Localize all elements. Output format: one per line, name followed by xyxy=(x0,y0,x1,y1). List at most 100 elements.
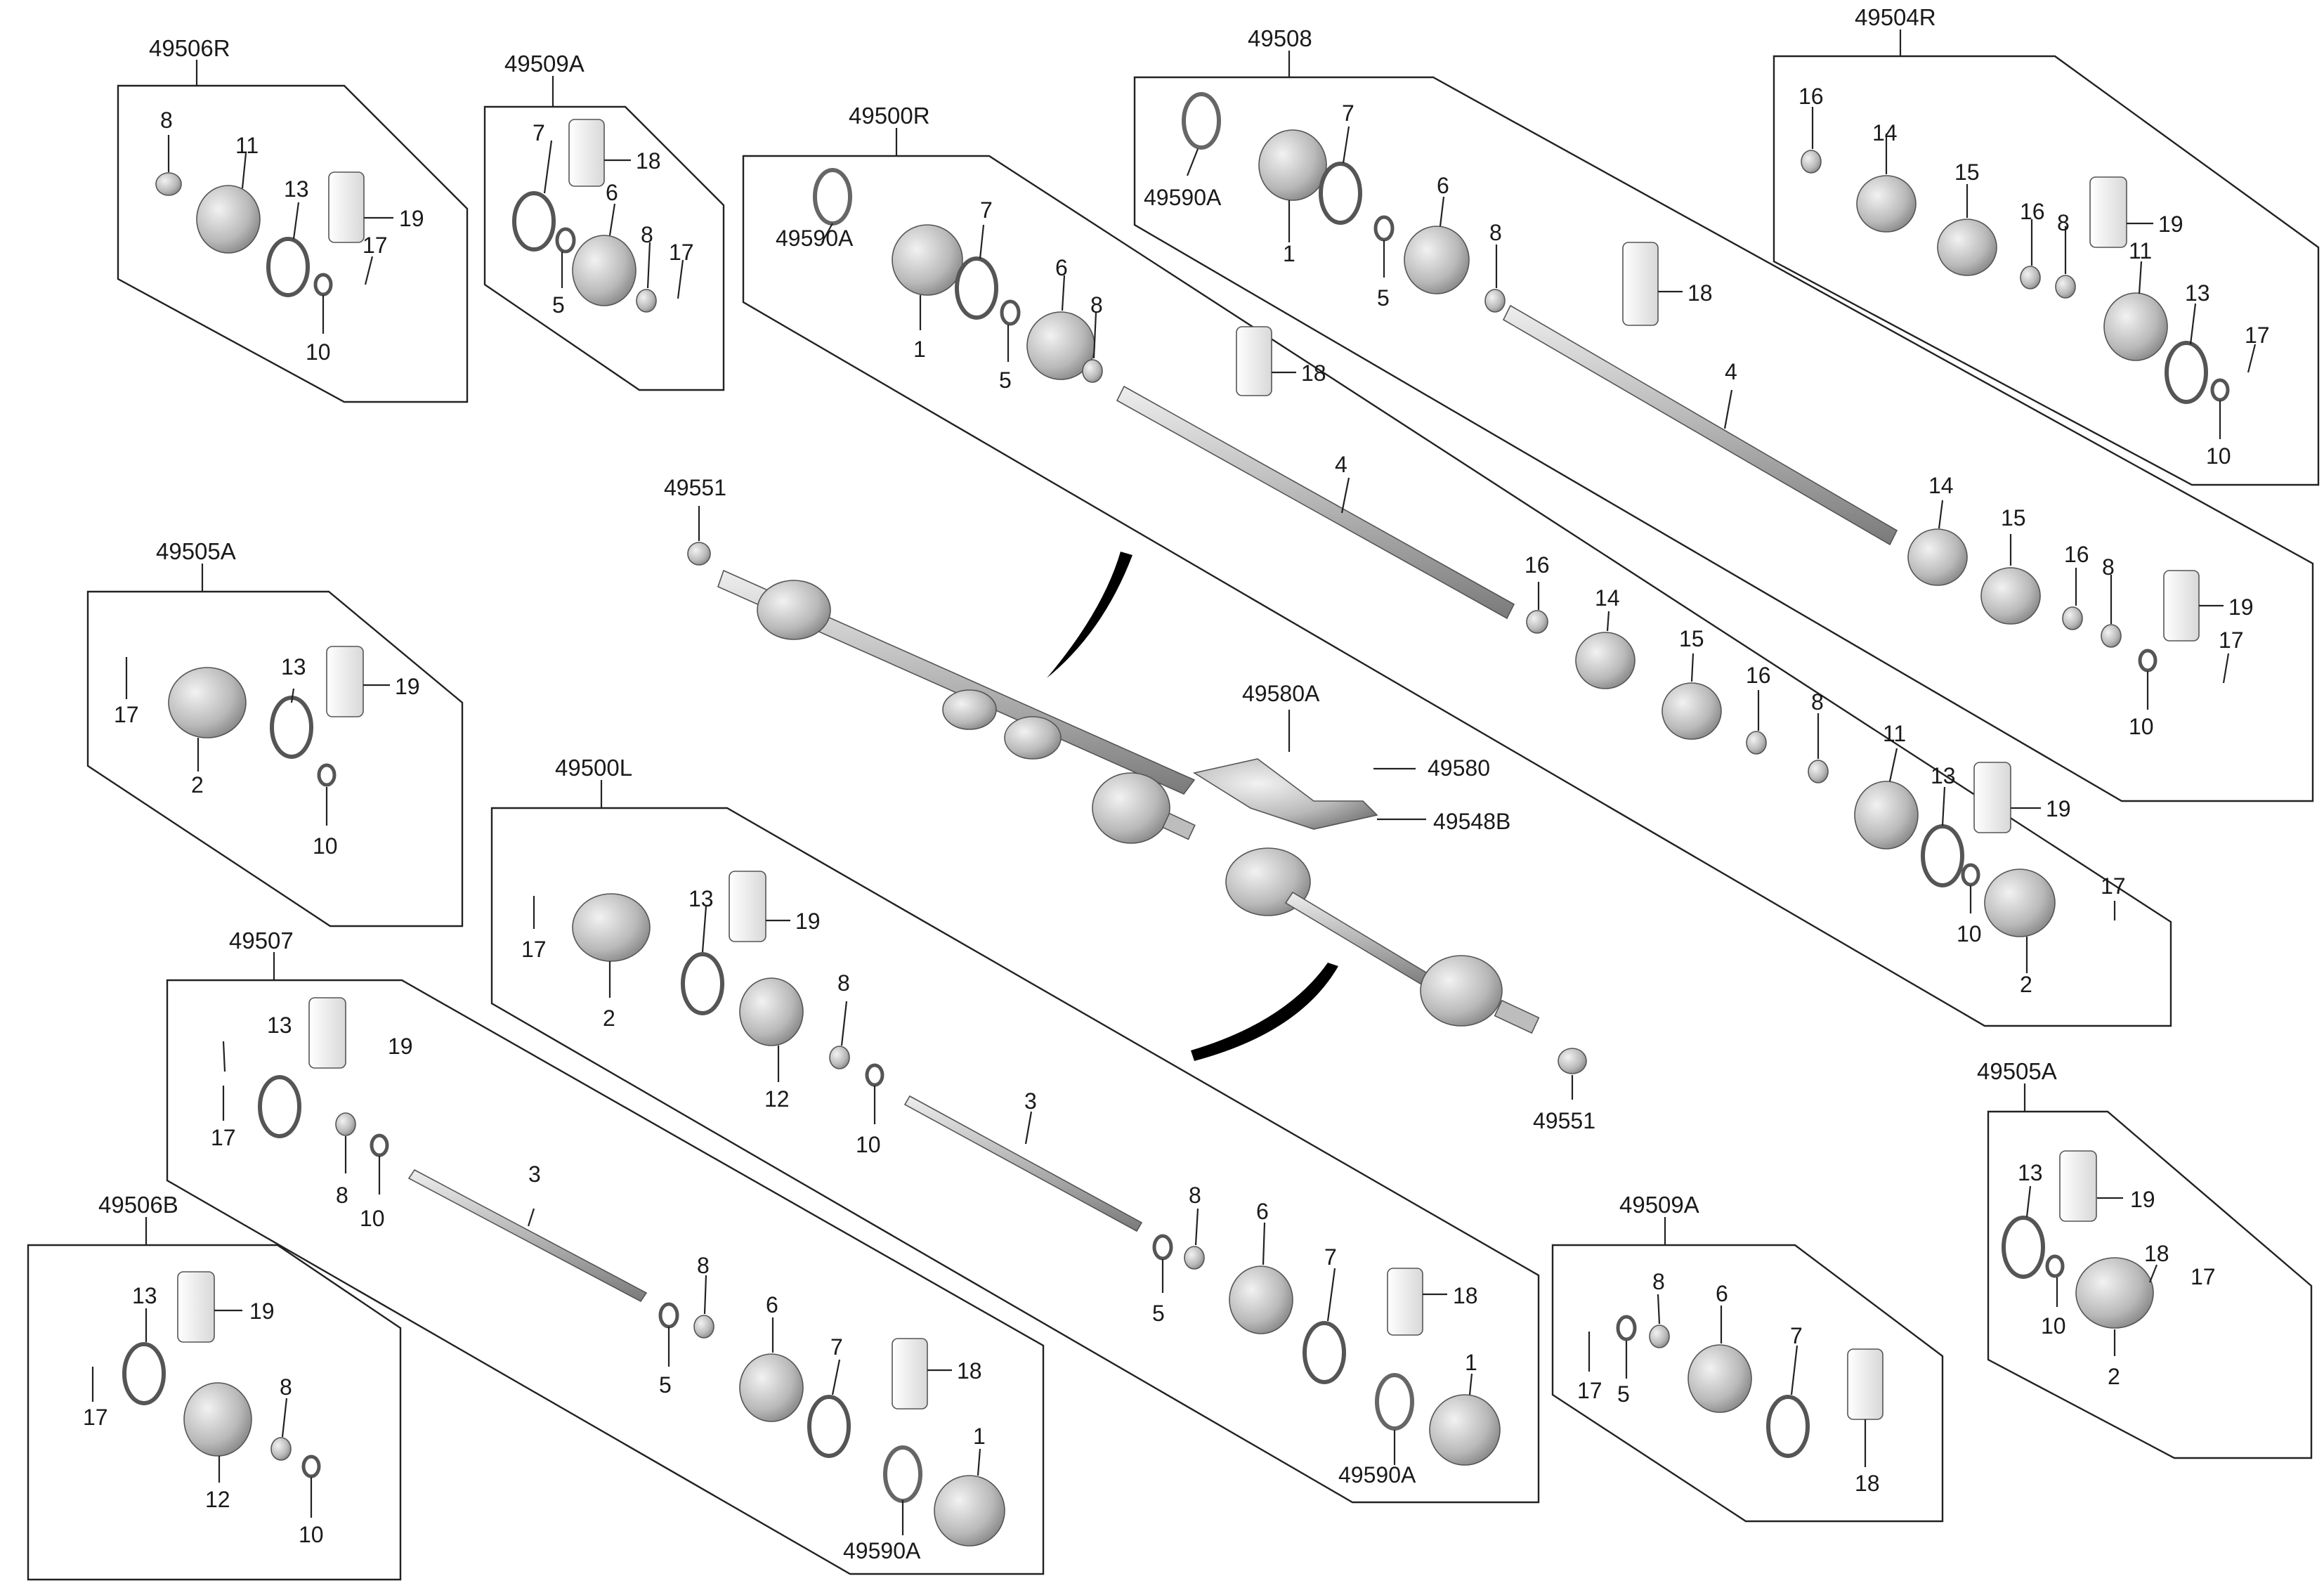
part-number-label: 4 xyxy=(1725,359,1737,384)
group-label: 49504R xyxy=(1855,4,1936,30)
part-number-label: 6 xyxy=(766,1292,778,1317)
part-number-label: 15 xyxy=(1954,160,1980,185)
parts xyxy=(122,92,2230,1547)
group-box-49500R: 49500R xyxy=(742,103,2172,1027)
part-number-label: 8 xyxy=(1189,1183,1201,1208)
part-number-label: 13 xyxy=(1931,763,1956,788)
part-number-label: 16 xyxy=(1525,552,1550,578)
motion-arc-upper xyxy=(1047,552,1132,678)
part-number-label: 7 xyxy=(1342,100,1354,126)
part-number-label: 8 xyxy=(2102,554,2115,580)
part-number-label: 17 xyxy=(1577,1378,1602,1403)
part-number-label: 8 xyxy=(1811,689,1824,715)
part-number-label: 2 xyxy=(191,772,204,798)
part-number-label: 11 xyxy=(235,133,259,158)
group-label: 49509A xyxy=(1619,1192,1699,1218)
part-number-label: 18 xyxy=(1453,1283,1478,1308)
part-number-label: 16 xyxy=(1799,84,1824,109)
damper-2 xyxy=(1004,716,1062,760)
part-number-label: 6 xyxy=(1437,173,1449,198)
part-number-label: 5 xyxy=(1152,1301,1165,1326)
part-number-label: 5 xyxy=(999,367,1012,393)
group-label: 49500R xyxy=(849,103,930,129)
part-number-label: 10 xyxy=(856,1132,881,1157)
part-number-label: 8 xyxy=(160,108,173,133)
part-number-label: 5 xyxy=(552,292,565,318)
part-number-label: 49590A xyxy=(843,1538,921,1563)
part-number-label: 19 xyxy=(2228,594,2254,620)
group-box-49509A-top: 49509A xyxy=(483,51,725,391)
part-number-label: 10 xyxy=(2206,443,2231,469)
outer-cv-boot xyxy=(1420,955,1503,1027)
part-number-label: 17 xyxy=(363,233,388,258)
part-number-label: 8 xyxy=(1090,292,1103,318)
part-number-label: 8 xyxy=(697,1253,710,1278)
part-number-label: 19 xyxy=(795,909,821,934)
part-number-label: 18 xyxy=(1687,280,1713,306)
part-number-label: 16 xyxy=(1746,663,1771,688)
part-number-label: 13 xyxy=(284,176,309,202)
motion-arc-lower xyxy=(1191,963,1338,1061)
part-number-label: 1 xyxy=(1283,241,1295,266)
group-box-49506R: 49506R xyxy=(117,35,469,403)
part-number-label: 17 xyxy=(114,702,139,727)
part-number-label: 49590A xyxy=(776,226,854,251)
hub-nut-icon xyxy=(687,542,711,566)
part-number-label: 19 xyxy=(249,1299,275,1324)
part-number-label: 19 xyxy=(399,206,424,231)
part-label: 49580A xyxy=(1242,681,1320,706)
part-number-label: 13 xyxy=(2018,1160,2043,1185)
part-number-label: 18 xyxy=(1301,360,1326,386)
part-number-label: 6 xyxy=(1256,1199,1269,1224)
part-number-label: 8 xyxy=(837,970,850,996)
leader-lines xyxy=(91,107,2257,1535)
outer-cv-boot xyxy=(757,580,831,640)
shaft-49507-part3 xyxy=(407,1169,648,1303)
part-number-label: 14 xyxy=(1928,473,1954,498)
part-number-label: 17 xyxy=(521,937,547,962)
part-number-label: 13 xyxy=(688,886,714,911)
part-number-label: 8 xyxy=(2057,210,2070,235)
part-number-label: 11 xyxy=(1883,721,1906,746)
part-number-label: 49590A xyxy=(1144,185,1222,210)
part-number-label: 12 xyxy=(764,1086,790,1112)
group-label: 49500L xyxy=(555,755,632,781)
part-number-label: 10 xyxy=(299,1522,324,1547)
part-number-label: 17 xyxy=(211,1125,236,1150)
part-number-label: 18 xyxy=(636,148,661,174)
part-number-label: 13 xyxy=(132,1283,157,1308)
part-number-label: 14 xyxy=(1872,120,1898,145)
upper-shaft-assembly xyxy=(717,569,1196,844)
part-number-label: 10 xyxy=(313,833,338,859)
part-label: 49548B xyxy=(1433,809,1510,834)
shaft-49508-part4 xyxy=(1502,304,1898,546)
shaft-49500L-part3 xyxy=(903,1095,1143,1232)
group-box-49504R: 49504R xyxy=(1773,4,2320,486)
group-label: 49506R xyxy=(149,35,230,61)
part-number-label: 7 xyxy=(1324,1244,1337,1270)
part-number-label: 5 xyxy=(659,1372,672,1398)
part-number-label: 4 xyxy=(1335,452,1347,477)
part-number-label: 7 xyxy=(830,1334,843,1360)
part-number-label: 3 xyxy=(1024,1088,1037,1114)
part-number-label: 8 xyxy=(1652,1269,1665,1294)
part-number-label: 2 xyxy=(603,1005,615,1031)
part-number-label: 18 xyxy=(2144,1241,2169,1266)
group-box-49509A-bottom: 49509A xyxy=(1551,1192,1944,1523)
group-label: 49509A xyxy=(504,51,585,77)
part-number-label: 13 xyxy=(267,1013,292,1038)
part-number-label: 1 xyxy=(913,337,926,362)
part-number-label: 49590A xyxy=(1338,1462,1416,1488)
group-box-49500L: 49500L xyxy=(490,755,1540,1504)
part-number-label: 17 xyxy=(669,240,694,265)
damper xyxy=(942,689,997,730)
part-number-label: 19 xyxy=(2046,796,2071,821)
part-number-label: 13 xyxy=(281,654,306,679)
part-number-label: 16 xyxy=(2064,542,2089,567)
part-number-label: 10 xyxy=(360,1206,385,1231)
group-box-49505A-left: 49505A xyxy=(86,538,464,928)
group-label: 49507 xyxy=(229,928,294,954)
part-number-label: 19 xyxy=(2130,1187,2155,1212)
part-number-label: 16 xyxy=(2020,199,2045,224)
